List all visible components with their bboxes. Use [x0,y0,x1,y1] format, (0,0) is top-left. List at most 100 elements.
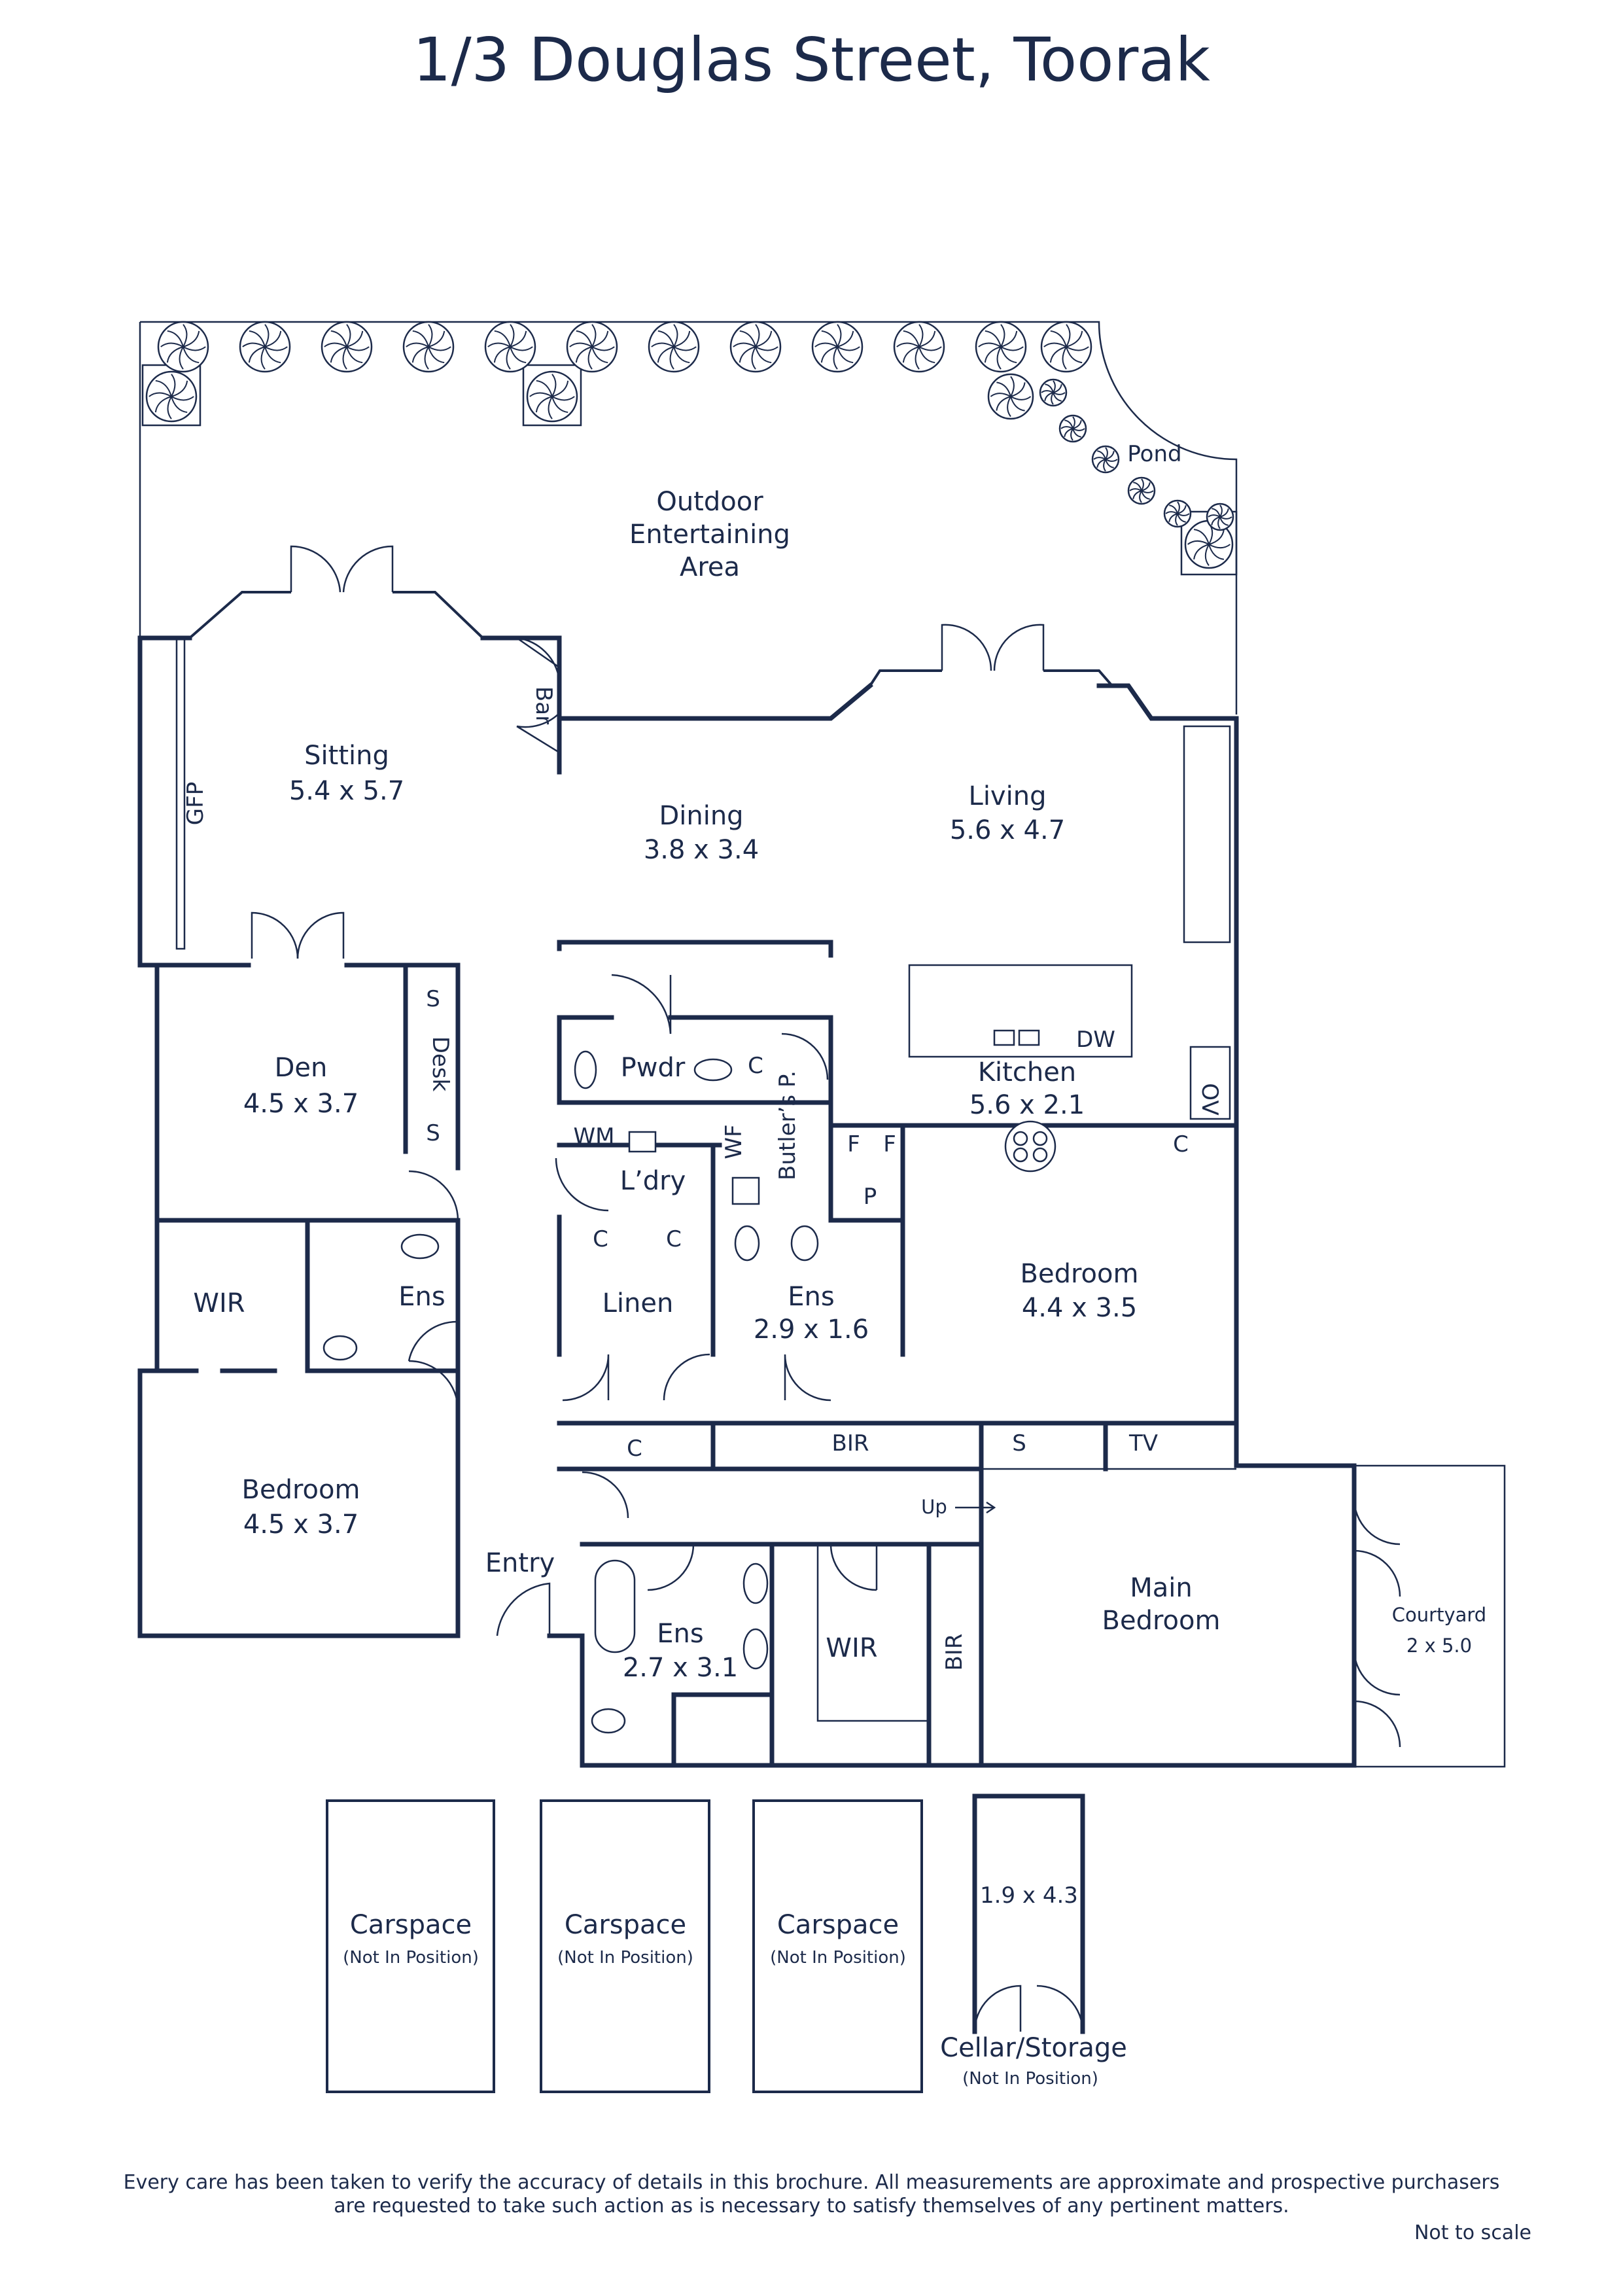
label-outdoor-2: Entertaining [629,520,790,550]
label-ov: OV [1196,1083,1223,1115]
label-ldry: L’dry [620,1166,686,1196]
label-ens-2: Ens [788,1282,834,1312]
label-cellar: Cellar/Storage [940,2033,1127,2063]
label-pond: Pond [1127,441,1181,467]
label-carspace-3-note: (Not In Position) [770,1948,906,1968]
plant-icon [484,321,536,373]
label-bar: Bar [531,686,557,724]
label-f-2: F [883,1131,896,1157]
label-pwdr: Pwdr [621,1053,686,1083]
stair-arrow [955,1501,996,1514]
bay-windows [175,591,1231,950]
plant-icon [1091,445,1120,474]
disclaimer-line-1: Every care has been taken to verify the … [123,2171,1500,2194]
label-wir-2: WIR [826,1633,877,1663]
label-carspace-2: Carspace [565,1910,686,1940]
plant-icon [1040,321,1092,373]
plant-icon [1039,378,1068,407]
cellar-storage [972,1793,1085,2034]
carspace-1 [326,1799,495,2093]
label-s-1: S [426,986,440,1012]
label-living: Living [969,781,1047,811]
label-carspace-1: Carspace [350,1910,472,1940]
label-bedroom-2-size: 4.4 x 3.5 [1022,1293,1137,1323]
label-gfp: GFP [183,782,209,825]
label-outdoor-1: Outdoor [656,487,763,517]
room-labels: Outdoor Entertaining Area Pond Bar Sitti… [183,441,1486,2089]
label-linen: Linen [602,1288,674,1318]
label-dw: DW [1076,1027,1115,1053]
plant-icon [811,321,864,373]
plant-icon [729,321,782,373]
interior-walls [137,940,1239,1768]
label-cellar-note: (Not In Position) [962,2069,1098,2089]
label-c-hall: C [627,1436,642,1462]
label-bedroom-1-size: 4.5 x 3.7 [243,1510,358,1540]
label-tv: TV [1128,1430,1158,1457]
label-kitchen: Kitchen [978,1057,1076,1087]
label-dining: Dining [659,801,743,831]
label-up: Up [921,1496,947,1518]
label-c-kitchen: C [1173,1131,1189,1157]
label-bedroom-1: Bedroom [242,1475,360,1505]
label-p: P [864,1184,877,1210]
label-courtyard: Courtyard [1392,1604,1486,1626]
label-s-3: S [1012,1430,1026,1457]
garden-boundary [139,321,1238,715]
disclaimer: Every care has been taken to verify the … [65,2171,1558,2218]
label-den: Den [275,1053,328,1083]
page-title: 1/3 Douglas Street, Toorak [413,25,1210,95]
label-desk: Desk [427,1036,453,1092]
label-carspace-1-note: (Not In Position) [343,1948,479,1968]
fixtures [323,964,1506,1768]
plant-icon [145,370,198,423]
label-courtyard-size: 2 x 5.0 [1406,1634,1472,1657]
label-c-pwdr: C [748,1053,763,1079]
label-ens-2-size: 2.9 x 1.6 [754,1315,869,1345]
label-dining-size: 3.8 x 3.4 [644,835,759,865]
label-f-1: F [847,1131,860,1157]
label-wir-1: WIR [193,1288,245,1318]
label-carspace-2-note: (Not In Position) [557,1948,693,1968]
doors [251,545,1401,1748]
label-sitting-size: 5.4 x 5.7 [289,776,404,806]
label-wf: WF [721,1124,747,1159]
label-c-2: C [666,1226,682,1252]
label-den-size: 4.5 x 3.7 [243,1089,358,1119]
plant-icon [402,321,455,373]
label-c-1: C [593,1226,608,1252]
plant-icon [648,321,700,373]
plant-icon [566,321,618,373]
plant-icon [1206,503,1234,531]
label-wm: WM [574,1123,615,1150]
plant-icon [526,370,578,423]
label-outdoor-3: Area [680,552,740,582]
label-butlers: Butler’s P. [775,1070,801,1180]
label-s-2: S [426,1120,440,1146]
plant-icon [1058,414,1087,443]
label-ens-3-size: 2.7 x 3.1 [623,1653,738,1683]
carspace-3 [752,1799,923,2093]
label-kitchen-size: 5.6 x 2.1 [969,1090,1085,1120]
plant-icon [157,321,209,373]
label-ens-3: Ens [657,1619,703,1649]
label-ens-1: Ens [398,1282,445,1312]
carspaces [326,1793,1085,2093]
label-bir-2: BIR [941,1634,968,1671]
plant-icon [239,321,291,373]
carspace-2 [540,1799,710,2093]
label-entry: Entry [485,1548,555,1578]
label-sitting: Sitting [304,741,389,771]
label-living-size: 5.6 x 4.7 [950,815,1065,845]
plant-icon [975,321,1027,373]
plant-icon [893,321,945,373]
label-main-1: Main [1130,1573,1193,1603]
plant-icon [321,321,373,373]
label-main-2: Bedroom [1102,1606,1221,1636]
garden-plants [145,321,1234,569]
plant-icon [1163,499,1192,528]
disclaimer-line-2: are requested to take such action as is … [334,2195,1289,2217]
plant-icon [987,373,1034,420]
label-bir-1: BIR [832,1430,869,1457]
